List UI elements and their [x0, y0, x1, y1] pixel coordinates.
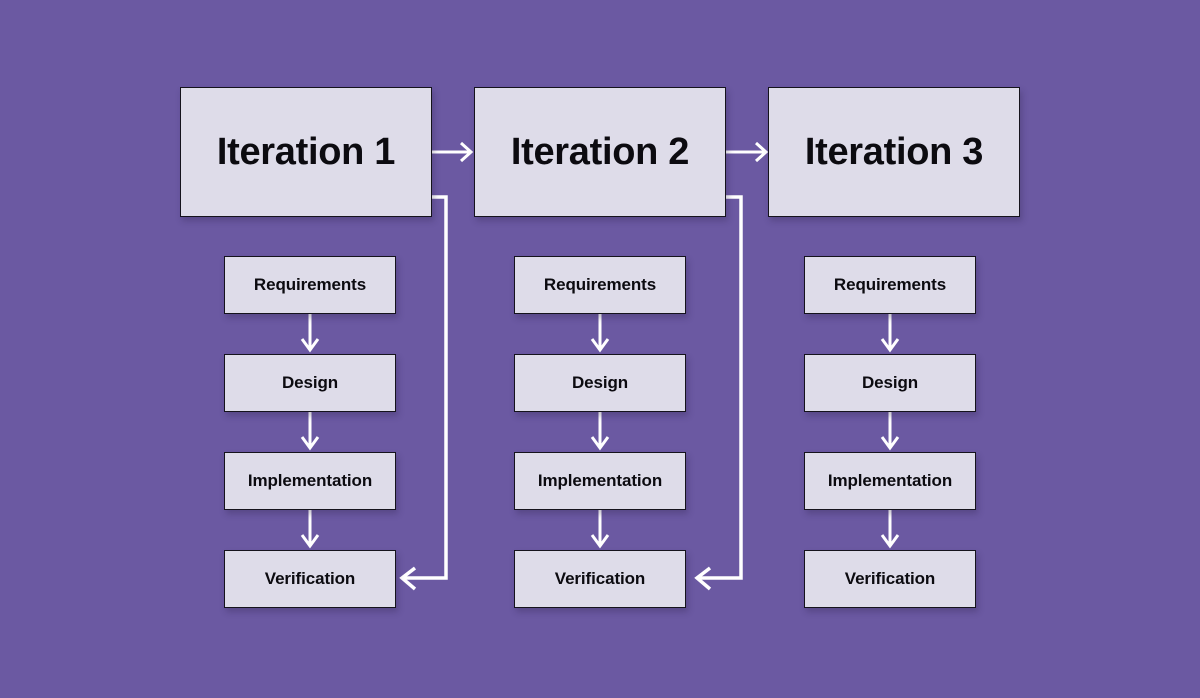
- phase-box-requirements-2[interactable]: Requirements: [514, 256, 686, 314]
- arrow-design-to-implementation-col1: [300, 410, 320, 451]
- phase-box-verification-2[interactable]: Verification: [514, 550, 686, 608]
- arrow-requirements-to-design-col2: [590, 312, 610, 353]
- arrow-implementation-to-verification-col1: [300, 508, 320, 549]
- phase-box-requirements-1[interactable]: Requirements: [224, 256, 396, 314]
- feedback-loop-iteration1: [399, 195, 448, 591]
- feedback-loop-iteration2: [694, 195, 743, 591]
- arrow-design-to-implementation-col3: [880, 410, 900, 451]
- phase-box-design-3[interactable]: Design: [804, 354, 976, 412]
- arrow-iteration1-to-iteration2: [429, 141, 474, 163]
- phase-box-implementation-2[interactable]: Implementation: [514, 452, 686, 510]
- phase-box-implementation-3[interactable]: Implementation: [804, 452, 976, 510]
- phase-box-design-1[interactable]: Design: [224, 354, 396, 412]
- iteration-header-3[interactable]: Iteration 3: [768, 87, 1020, 217]
- arrow-implementation-to-verification-col2: [590, 508, 610, 549]
- arrow-design-to-implementation-col2: [590, 410, 610, 451]
- arrow-requirements-to-design-col1: [300, 312, 320, 353]
- iteration-header-1[interactable]: Iteration 1: [180, 87, 432, 217]
- arrow-implementation-to-verification-col3: [880, 508, 900, 549]
- arrow-iteration2-to-iteration3: [724, 141, 769, 163]
- iteration-header-2[interactable]: Iteration 2: [474, 87, 726, 217]
- arrow-requirements-to-design-col3: [880, 312, 900, 353]
- phase-box-verification-1[interactable]: Verification: [224, 550, 396, 608]
- phase-box-verification-3[interactable]: Verification: [804, 550, 976, 608]
- phase-box-design-2[interactable]: Design: [514, 354, 686, 412]
- phase-box-requirements-3[interactable]: Requirements: [804, 256, 976, 314]
- phase-box-implementation-1[interactable]: Implementation: [224, 452, 396, 510]
